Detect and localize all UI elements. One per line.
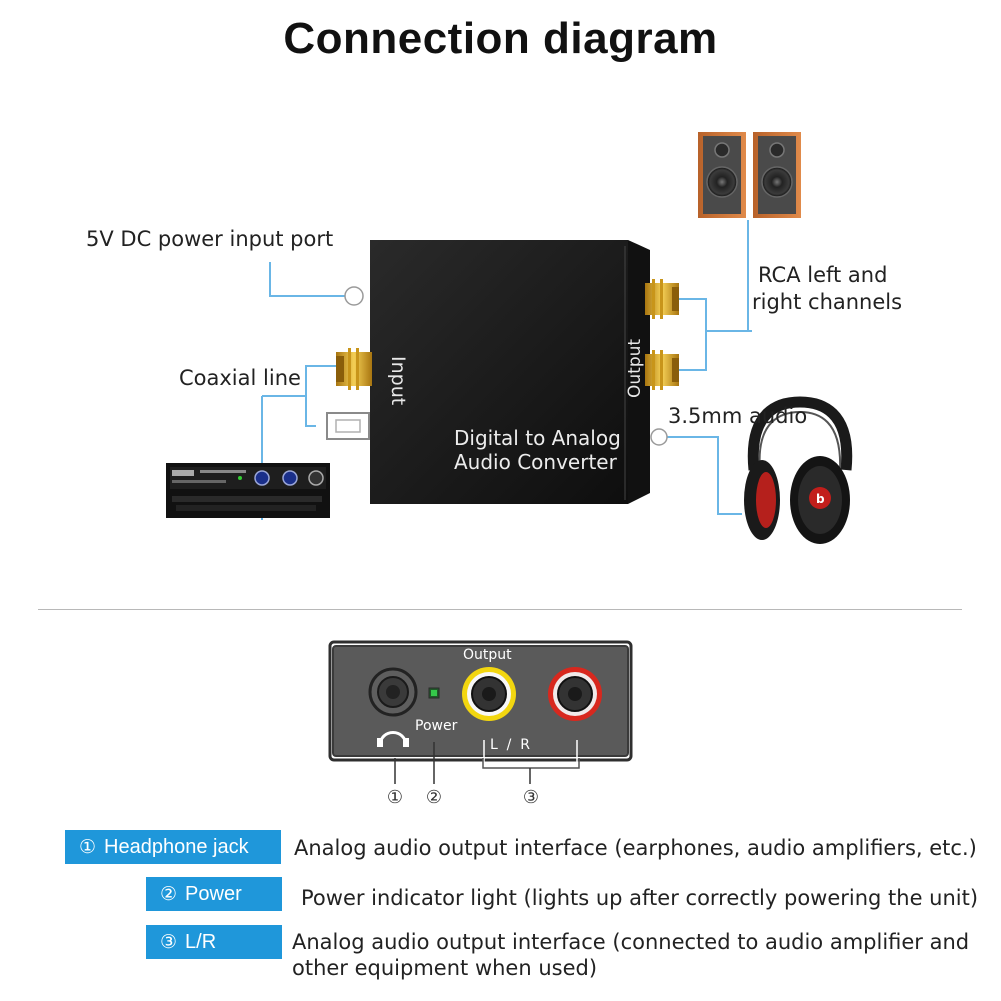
converter-device (370, 240, 650, 504)
connection-diagram: Input Output Digital to Analog Audio Con… (86, 132, 902, 544)
section-divider (38, 609, 962, 610)
marker-2: ② (426, 787, 442, 808)
device-name-line2: Audio Converter (454, 450, 618, 474)
legend-desc-power: Power indicator light (lights up after c… (301, 886, 979, 910)
panel-output-label: Output (463, 647, 512, 663)
leader-lines (261, 220, 752, 520)
input-port-label: Input (387, 356, 409, 405)
panel-lr-label: L / R (490, 737, 530, 753)
marker-3: ③ (523, 787, 539, 808)
callout-rca-line2: right channels (752, 290, 902, 314)
audio-jack-marker (650, 428, 668, 446)
amplifier-image (166, 463, 330, 518)
svg-text:b: b (816, 492, 825, 506)
callout-coaxial: Coaxial line (179, 366, 301, 390)
callout-audio35: 3.5mm audio (668, 404, 807, 428)
coaxial-input-jack (336, 348, 372, 390)
callout-power-port: 5V DC power input port (86, 227, 333, 251)
callout-rca-line1: RCA left and (758, 263, 887, 287)
speakers-image (698, 132, 801, 218)
legend-desc-lr-line2: other equipment when used) (292, 956, 598, 980)
rear-panel-diagram: Power Output L / R ① ② ③ (328, 640, 633, 808)
optical-port-icon (326, 412, 370, 440)
output-port-label: Output (625, 339, 645, 398)
panel-power-label: Power (415, 718, 458, 734)
legend-desc-headphone-jack: Analog audio output interface (earphones… (294, 836, 977, 860)
marker-1: ① (387, 787, 403, 808)
page-title: Connection diagram (283, 14, 718, 63)
rca-output-jacks (645, 279, 679, 390)
legend-desc-lr-line1: Analog audio output interface (connected… (292, 930, 970, 954)
device-name-line1: Digital to Analog (454, 426, 621, 450)
headphones-image: b (744, 396, 853, 544)
dc-port-marker (344, 286, 364, 306)
